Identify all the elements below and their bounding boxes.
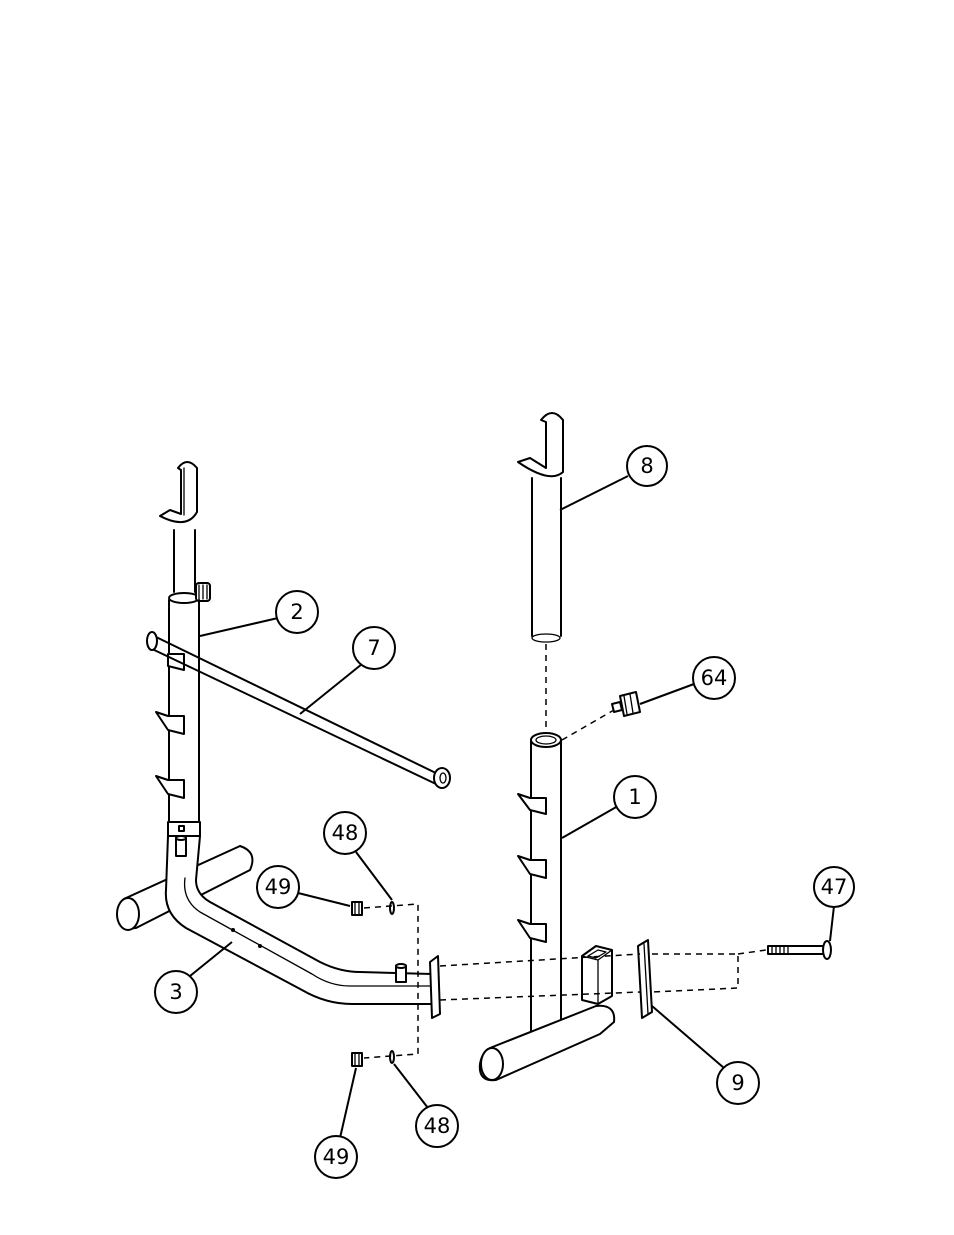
callout-48-lower-label: 48 xyxy=(424,1114,451,1138)
callout-8: 8 xyxy=(560,446,667,510)
washer-part-48-upper xyxy=(390,902,394,914)
nut-part-49-lower xyxy=(352,1053,362,1066)
callout-3-label: 3 xyxy=(169,980,182,1004)
knob-part-64 xyxy=(612,692,640,716)
hook-tube-part-8 xyxy=(518,413,563,642)
nut-part-49-upper xyxy=(352,902,362,915)
callout-49-lower-label: 49 xyxy=(323,1145,350,1169)
bolt-part-47 xyxy=(768,941,831,959)
callout-9-label: 9 xyxy=(731,1071,744,1095)
callout-1: 1 xyxy=(562,776,656,838)
callout-64-label: 64 xyxy=(701,666,728,690)
callout-49-upper: 49 xyxy=(257,866,350,908)
bracket-plate-part-9 xyxy=(638,940,652,1018)
callout-48-upper: 48 xyxy=(324,812,392,900)
washer-part-48-lower xyxy=(390,1051,394,1063)
callout-47-label: 47 xyxy=(821,875,848,899)
callout-9: 9 xyxy=(652,1006,759,1104)
callout-3: 3 xyxy=(155,942,232,1013)
callout-48-upper-label: 48 xyxy=(332,821,359,845)
callout-48-lower: 48 xyxy=(394,1064,458,1147)
callout-2: 2 xyxy=(200,591,318,636)
callout-64: 64 xyxy=(640,657,735,704)
callout-1-label: 1 xyxy=(628,785,641,809)
callout-49-upper-label: 49 xyxy=(265,875,292,899)
callout-7-label: 7 xyxy=(367,636,380,660)
callout-2-label: 2 xyxy=(290,600,303,624)
cross-bar-part-7 xyxy=(147,632,450,788)
callout-8-label: 8 xyxy=(640,454,653,478)
callout-49-lower: 49 xyxy=(315,1068,357,1178)
callout-47: 47 xyxy=(814,867,854,941)
upright-post-part-1 xyxy=(480,733,614,1080)
callout-7: 7 xyxy=(300,627,395,714)
